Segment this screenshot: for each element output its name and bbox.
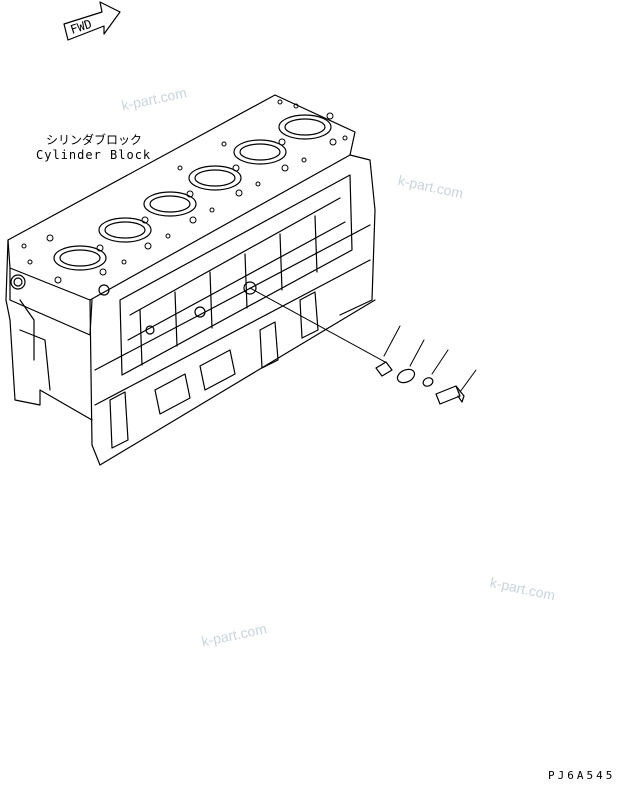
label-japanese: シリンダブロック — [46, 133, 143, 147]
gasket-part — [396, 339, 425, 384]
leader-line — [249, 287, 386, 363]
fwd-arrow-icon: FWD — [63, 1, 121, 41]
drawing-code: PJ6A545 — [548, 769, 616, 782]
label-english: Cylinder Block — [36, 148, 152, 162]
bolt-part — [435, 369, 477, 405]
washer-part — [422, 349, 449, 387]
plug-part — [375, 325, 401, 377]
fwd-label: FWD — [69, 17, 94, 37]
cylinder-block — [5, 94, 376, 466]
